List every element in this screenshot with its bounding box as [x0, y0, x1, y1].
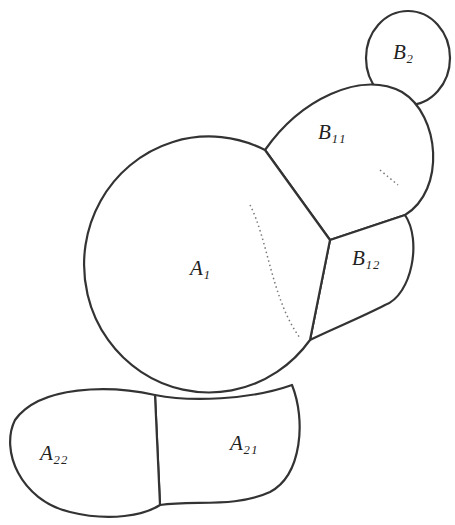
cell-label: A₂₁: [230, 433, 257, 454]
cell-label: B₂: [393, 42, 413, 63]
cell-label: B₁₁: [318, 122, 345, 143]
cell-outline: [84, 136, 330, 392]
cell-label: A₂₂: [40, 443, 67, 464]
cell-outline: [10, 389, 160, 517]
cell-outline: [155, 385, 300, 505]
cell-label: A₁: [190, 258, 210, 279]
shading-dots: [250, 205, 300, 338]
cell-label: B₁₂: [352, 248, 379, 269]
shading-dots: [380, 170, 398, 185]
